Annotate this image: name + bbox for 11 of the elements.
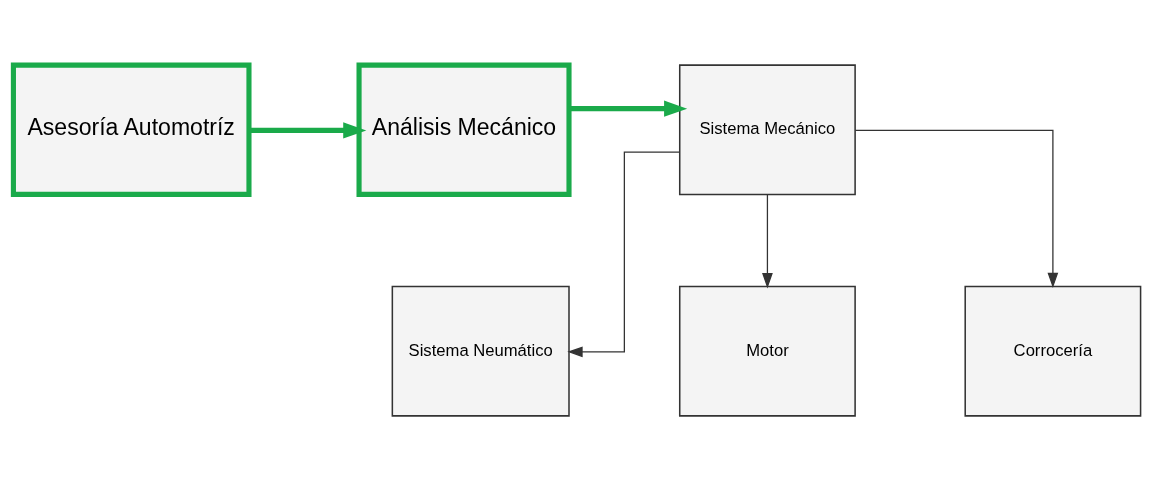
arrow xyxy=(762,193,773,289)
arrow xyxy=(569,100,688,117)
node-box: Motor xyxy=(678,285,856,417)
node-box: Sistema Mecánico xyxy=(678,64,856,196)
arrow xyxy=(567,151,681,358)
node-box: Asesoría Automotríz xyxy=(10,62,252,197)
arrow xyxy=(249,122,367,139)
node-box: Análisis Mecánico xyxy=(356,62,572,197)
node-box: Sistema Neumático xyxy=(391,285,570,417)
node-box: Corrocería xyxy=(964,285,1142,417)
arrow xyxy=(854,129,1059,289)
